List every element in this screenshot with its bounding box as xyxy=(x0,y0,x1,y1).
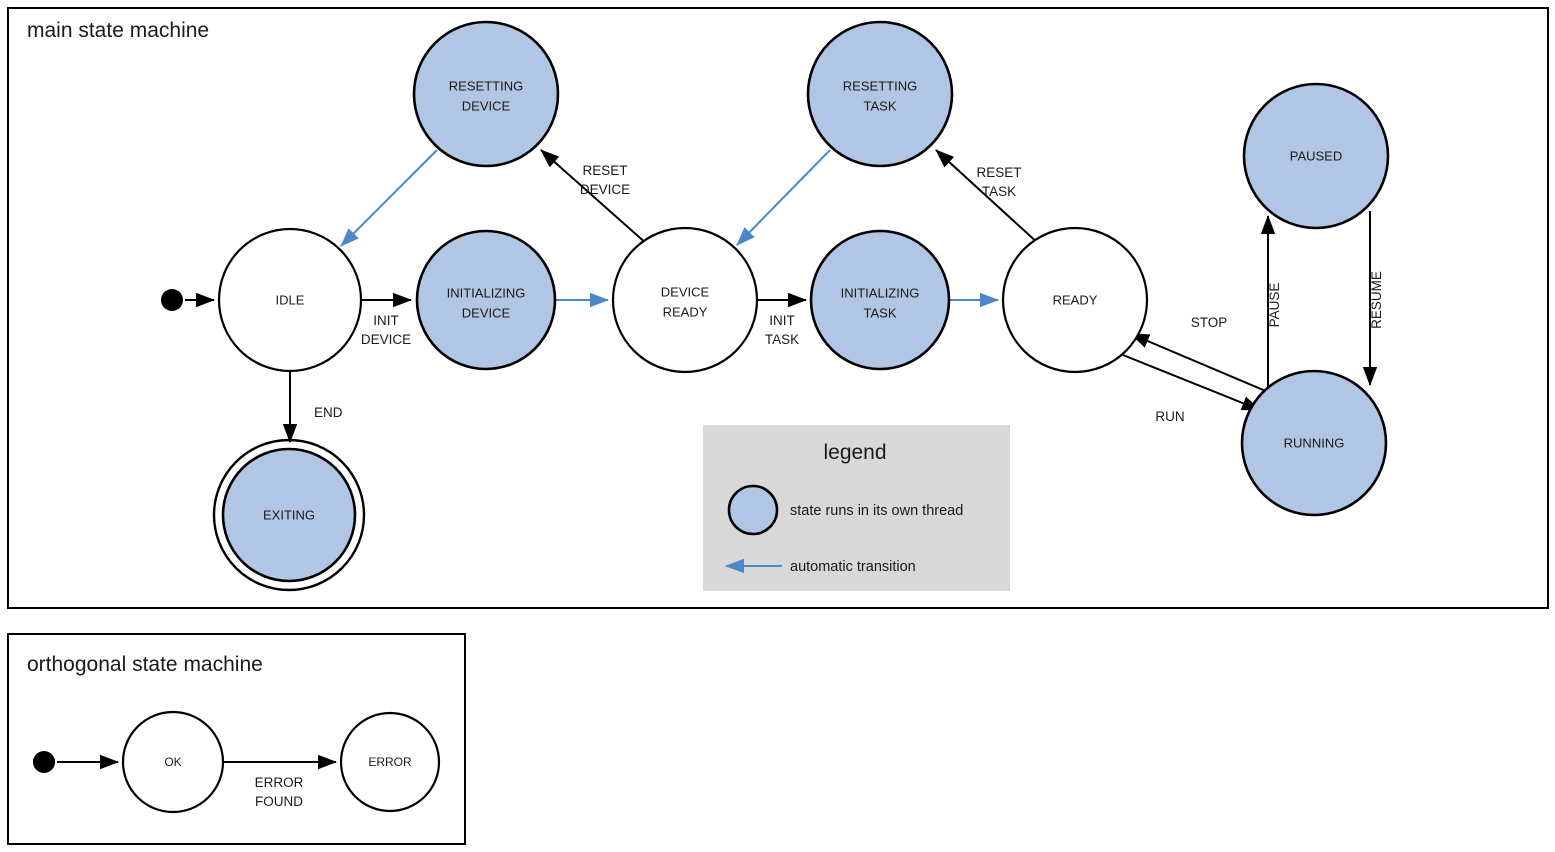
edge-device-ready-to-resetting-device: RESET DEVICE xyxy=(540,149,649,246)
state-circle xyxy=(1240,369,1388,517)
state-label-idle: IDLE xyxy=(276,292,305,307)
state-label-error: ERROR xyxy=(368,755,412,769)
edge-label-init-task-line1: INIT xyxy=(769,313,795,328)
state-circle xyxy=(339,711,441,813)
state-node-ok[interactable]: OK xyxy=(121,710,225,814)
edge-line xyxy=(540,149,649,246)
state-node-ready[interactable]: READY xyxy=(1001,226,1149,374)
state-circle xyxy=(217,227,363,373)
edge-running-to-paused: PAUSE xyxy=(1260,215,1282,395)
state-node-idle[interactable]: IDLE xyxy=(217,227,363,373)
edge-label-pause: PAUSE xyxy=(1267,283,1282,328)
state-circle xyxy=(412,20,560,168)
edge-idle-to-initializing-device: INIT DEVICE xyxy=(361,292,412,347)
edge-label-stop: STOP xyxy=(1191,315,1228,330)
legend: legend state runs in its own thread auto… xyxy=(703,425,1010,591)
edge-orthogonal-ok-to-error: ERROR FOUND xyxy=(223,754,337,809)
state-label-initializing-task-line1: INITIALIZING xyxy=(841,285,920,300)
edge-label-init-device-line2: DEVICE xyxy=(361,332,411,347)
orthogonal-state-machine-frame: orthogonal state machine ERROR FOUND OK … xyxy=(7,633,466,845)
state-label-ok: OK xyxy=(164,755,181,769)
state-label-paused: PAUSED xyxy=(1290,148,1343,163)
state-label-device-ready-line2: READY xyxy=(663,304,708,319)
state-label-resetting-task-line1: RESETTING xyxy=(843,78,917,93)
edge-idle-to-exiting: END xyxy=(282,372,343,443)
orthogonal-initial-state-dot xyxy=(33,751,55,773)
main-frame-title: main state machine xyxy=(27,19,209,42)
state-node-error[interactable]: ERROR xyxy=(339,711,441,813)
legend-item-label-thread-state: state runs in its own thread xyxy=(790,503,963,519)
edge-ready-to-resetting-task: RESET TASK xyxy=(935,149,1041,246)
final-state-outer-ring xyxy=(212,438,366,592)
state-label-initializing-task-line2: TASK xyxy=(864,305,897,320)
edge-label-reset-device-line1: RESET xyxy=(582,163,627,178)
edge-label-init-device-line1: INIT xyxy=(373,313,399,328)
state-circle xyxy=(415,229,557,371)
state-label-resetting-device-line2: DEVICE xyxy=(462,98,511,113)
state-node-running[interactable]: RUNNING xyxy=(1240,369,1388,517)
edge-label-reset-task-line2: TASK xyxy=(982,184,1016,199)
edge-label-reset-task-line1: RESET xyxy=(976,165,1021,180)
edge-line xyxy=(736,149,831,246)
edge-label-end: END xyxy=(314,405,343,420)
edge-resetting-task-to-device-ready xyxy=(736,149,831,246)
state-node-initializing-task[interactable]: INITIALIZING TASK xyxy=(809,229,951,371)
initial-state-dot xyxy=(161,289,183,311)
edge-label-init-task-line2: TASK xyxy=(765,332,799,347)
legend-title: legend xyxy=(823,441,886,464)
state-circle xyxy=(1242,82,1390,230)
state-circle xyxy=(1001,226,1149,374)
orthogonal-frame-title: orthogonal state machine xyxy=(27,653,263,676)
state-label-initializing-device-line1: INITIALIZING xyxy=(447,285,526,300)
state-circle xyxy=(221,447,357,583)
state-label-resetting-task-line2: TASK xyxy=(864,98,897,113)
state-node-paused[interactable]: PAUSED xyxy=(1242,82,1390,230)
state-circle xyxy=(121,710,225,814)
edge-line xyxy=(340,149,438,247)
state-label-running: RUNNING xyxy=(1284,435,1345,450)
edge-label-error-found-line2: FOUND xyxy=(255,794,303,809)
state-node-initializing-device[interactable]: INITIALIZING DEVICE xyxy=(415,229,557,371)
state-node-resetting-device[interactable]: RESETTING DEVICE xyxy=(412,20,560,168)
state-label-device-ready-line1: DEVICE xyxy=(661,284,710,299)
legend-item-label-auto-transition: automatic transition xyxy=(790,559,916,575)
state-node-device-ready[interactable]: DEVICE READY xyxy=(611,226,759,374)
state-circle xyxy=(809,229,951,371)
edge-paused-to-running: RESUME xyxy=(1362,211,1384,386)
edge-line xyxy=(1130,333,1269,393)
state-label-exiting: EXITING xyxy=(263,507,315,522)
edge-label-reset-device-line2: DEVICE xyxy=(580,182,630,197)
state-node-resetting-task[interactable]: RESETTING TASK xyxy=(806,20,954,168)
edge-label-run: RUN xyxy=(1155,409,1184,424)
edge-line xyxy=(1122,354,1261,411)
edge-label-resume: RESUME xyxy=(1369,271,1384,329)
edge-label-error-found-line1: ERROR xyxy=(255,775,304,790)
state-label-initializing-device-line2: DEVICE xyxy=(462,305,511,320)
edge-device-ready-to-initializing-task: INIT TASK xyxy=(757,292,807,347)
state-circle xyxy=(611,226,759,374)
edge-resetting-device-to-idle xyxy=(340,149,438,247)
edge-line xyxy=(935,149,1041,246)
state-node-exiting[interactable]: EXITING xyxy=(212,438,366,592)
edge-ready-to-running: RUN xyxy=(1122,354,1261,424)
state-circle xyxy=(806,20,954,168)
state-label-ready: READY xyxy=(1053,292,1098,307)
state-label-resetting-device-line1: RESETTING xyxy=(449,78,523,93)
legend-thread-state-icon xyxy=(727,484,779,536)
edge-running-to-ready: STOP xyxy=(1130,315,1269,393)
